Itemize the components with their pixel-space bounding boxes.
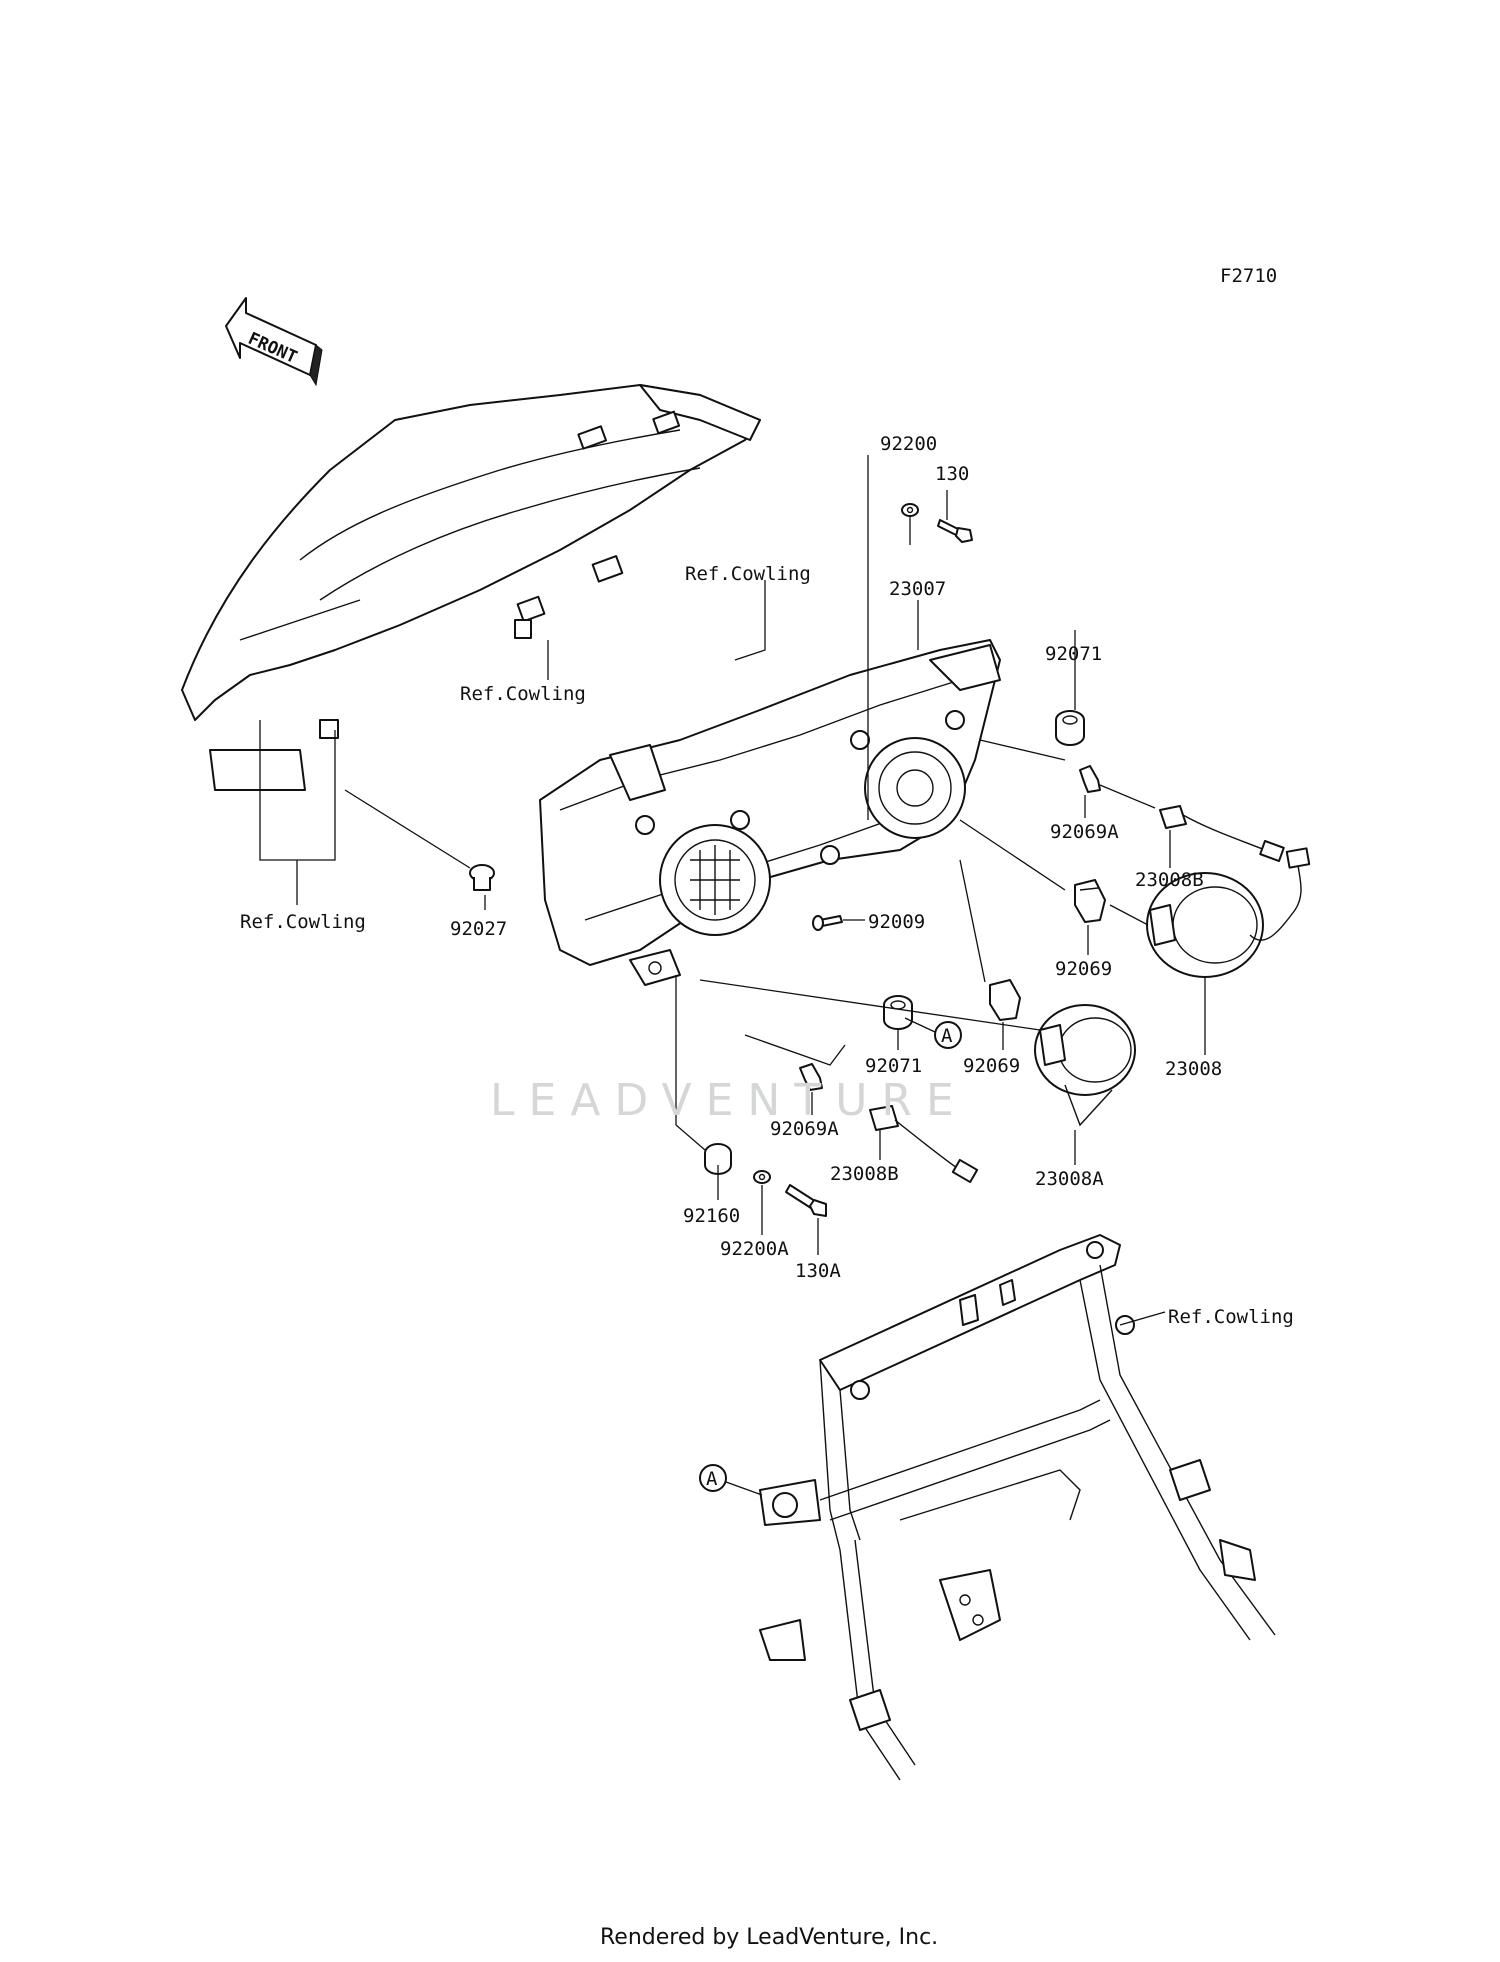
part-number-92069-upper: 92069 [1055, 958, 1112, 980]
grommet-92071-lower [883, 995, 913, 1030]
screw-92009 [812, 915, 843, 931]
diagram-code: F2710 [1220, 265, 1277, 287]
leader-lines [259, 455, 1206, 1326]
part-number-92027: 92027 [450, 918, 507, 940]
reference-marker-a-lower: A [699, 1464, 763, 1496]
bulb-92069-lower [989, 979, 1021, 1021]
boot-23008a [1034, 1004, 1136, 1127]
part-number-23008: 23008 [1165, 1058, 1222, 1080]
part-number-23007: 23007 [889, 578, 946, 600]
socket-23008b-upper [1159, 805, 1285, 862]
washer-92200a [753, 1170, 771, 1184]
part-number-92200: 92200 [880, 433, 937, 455]
grommet-92071-upper [1055, 710, 1085, 746]
part-number-92071-upper: 92071 [1045, 643, 1102, 665]
part-labels: 92200 130 23007 92071 92069A 23008B 9200… [240, 433, 1294, 1328]
part-number-92069a-upper: 92069A [1050, 821, 1119, 843]
pin-92027 [469, 864, 495, 891]
ref-cowling-left: Ref.Cowling [240, 911, 366, 933]
ref-cowling-top: Ref.Cowling [685, 563, 811, 585]
boot-23008 [1146, 847, 1311, 978]
washer-92200 [901, 503, 919, 517]
part-number-23008a: 23008A [1035, 1168, 1104, 1190]
bulb-92069a-lower [799, 1063, 823, 1091]
part-number-92200a: 92200A [720, 1238, 789, 1260]
part-number-92069-lower: 92069 [963, 1055, 1020, 1077]
cowling-frame-stay [759, 1234, 1276, 1781]
watermark: LEADVENTURE [490, 1075, 968, 1126]
part-number-23008b-lower: 23008B [830, 1163, 899, 1185]
upper-cowling-shroud [181, 384, 761, 791]
ref-cowling-frame: Ref.Cowling [1168, 1306, 1294, 1328]
bolt-130 [937, 519, 973, 543]
part-number-130: 130 [935, 463, 969, 485]
reference-marker-a-lower-label: A [706, 1468, 718, 1490]
part-number-92069a-lower: 92069A [770, 1118, 839, 1140]
part-number-92160: 92160 [683, 1205, 740, 1227]
reference-marker-a-upper: A [904, 1017, 962, 1049]
headlight-assembly [539, 639, 1001, 986]
socket-23008b-lower [869, 1105, 979, 1184]
part-number-130a: 130A [795, 1260, 841, 1282]
footer-credit: Rendered by LeadVenture, Inc. [600, 1925, 938, 1950]
front-arrow-icon: FRONT [225, 297, 323, 387]
part-number-92071-lower: 92071 [865, 1055, 922, 1077]
part-number-23008b-upper: 23008B [1135, 869, 1204, 891]
damper-92160 [704, 1143, 732, 1175]
part-number-92009: 92009 [868, 911, 925, 933]
bulb-92069a-upper [1079, 765, 1101, 793]
reference-marker-a-upper-label: A [941, 1025, 953, 1047]
bulb-92069-upper [1074, 879, 1106, 923]
bolt-130a [785, 1184, 827, 1217]
ref-cowling-mid: Ref.Cowling [460, 683, 586, 705]
